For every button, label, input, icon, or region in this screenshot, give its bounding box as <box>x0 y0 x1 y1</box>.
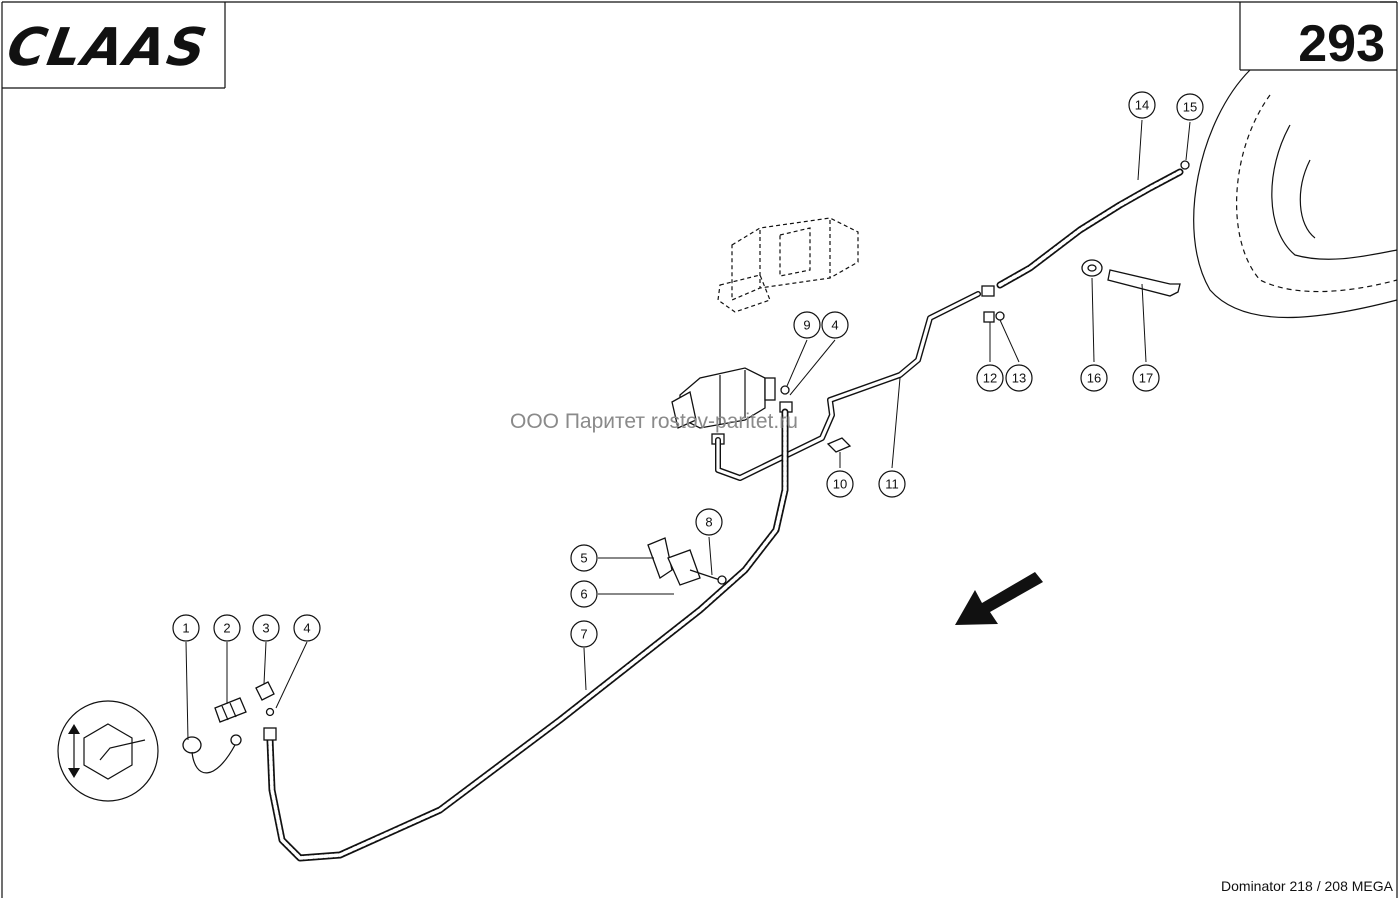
clamp-16 <box>1081 259 1103 277</box>
coupling-2 <box>214 697 247 723</box>
clamp-10 <box>826 437 852 453</box>
watermark-text: ООО Паритет rostov-paritet.ru <box>510 410 798 433</box>
callout-17: 17 <box>1132 364 1160 392</box>
svg-text:2: 2 <box>223 621 230 636</box>
callout-12: 12 <box>976 364 1004 392</box>
travel-direction-arrow <box>955 572 1043 625</box>
fitting-13 <box>995 311 1005 321</box>
svg-text:14: 14 <box>1135 98 1149 113</box>
o-ring-4-lower <box>265 707 275 717</box>
svg-text:13: 13 <box>1012 371 1026 386</box>
svg-text:10: 10 <box>833 477 847 492</box>
callout-7: 7 <box>570 620 598 648</box>
o-ring-4-upper <box>780 385 790 395</box>
svg-text:17: 17 <box>1139 371 1153 386</box>
callout-9: 9 <box>793 311 821 339</box>
elbow-3 <box>255 681 275 701</box>
valve-assembly <box>671 367 776 429</box>
model-label: Dominator 218 / 208 MEGA <box>1221 878 1393 894</box>
wheel-drawing <box>1193 69 1398 319</box>
bracket-17 <box>1107 269 1181 297</box>
svg-text:3: 3 <box>262 621 269 636</box>
svg-text:9: 9 <box>803 318 810 333</box>
callout-5: 5 <box>570 544 598 572</box>
svg-text:15: 15 <box>1183 100 1197 115</box>
clamp-5-6 <box>647 537 727 586</box>
callout-10: 10 <box>826 470 854 498</box>
page-number: 293 <box>1298 15 1385 73</box>
control-valve-phantom <box>717 217 859 313</box>
leader-lines <box>185 119 1191 741</box>
dust-cap-1 <box>182 734 242 774</box>
hose-7 <box>266 408 789 862</box>
callout-1: 1 <box>172 614 200 642</box>
hose-14 <box>996 168 1184 289</box>
fitting-12-upper <box>981 285 995 297</box>
callout-6: 6 <box>570 580 598 608</box>
callout-14: 14 <box>1128 91 1156 119</box>
svg-text:16: 16 <box>1087 371 1101 386</box>
callout-3: 3 <box>252 614 280 642</box>
operating-symbol <box>57 700 159 802</box>
callout-8: 8 <box>695 508 723 536</box>
svg-text:7: 7 <box>580 627 587 642</box>
fitting-12 <box>983 311 995 323</box>
svg-text:11: 11 <box>885 477 899 492</box>
callout-4-upper: 4 <box>821 311 849 339</box>
callout-2: 2 <box>213 614 241 642</box>
svg-text:4: 4 <box>831 318 838 333</box>
callout-13: 13 <box>1005 364 1033 392</box>
svg-text:8: 8 <box>705 515 712 530</box>
svg-text:1: 1 <box>182 621 189 636</box>
svg-text:12: 12 <box>983 371 997 386</box>
o-ring-15 <box>1180 160 1190 170</box>
hose-end-fitting <box>263 727 277 741</box>
callout-16: 16 <box>1080 364 1108 392</box>
pipe-11 <box>715 291 981 481</box>
callout-4-lower: 4 <box>293 614 321 642</box>
svg-text:4: 4 <box>303 621 310 636</box>
callout-15: 15 <box>1176 93 1204 121</box>
callout-11: 11 <box>878 470 906 498</box>
svg-text:6: 6 <box>580 587 587 602</box>
svg-text:5: 5 <box>580 551 587 566</box>
